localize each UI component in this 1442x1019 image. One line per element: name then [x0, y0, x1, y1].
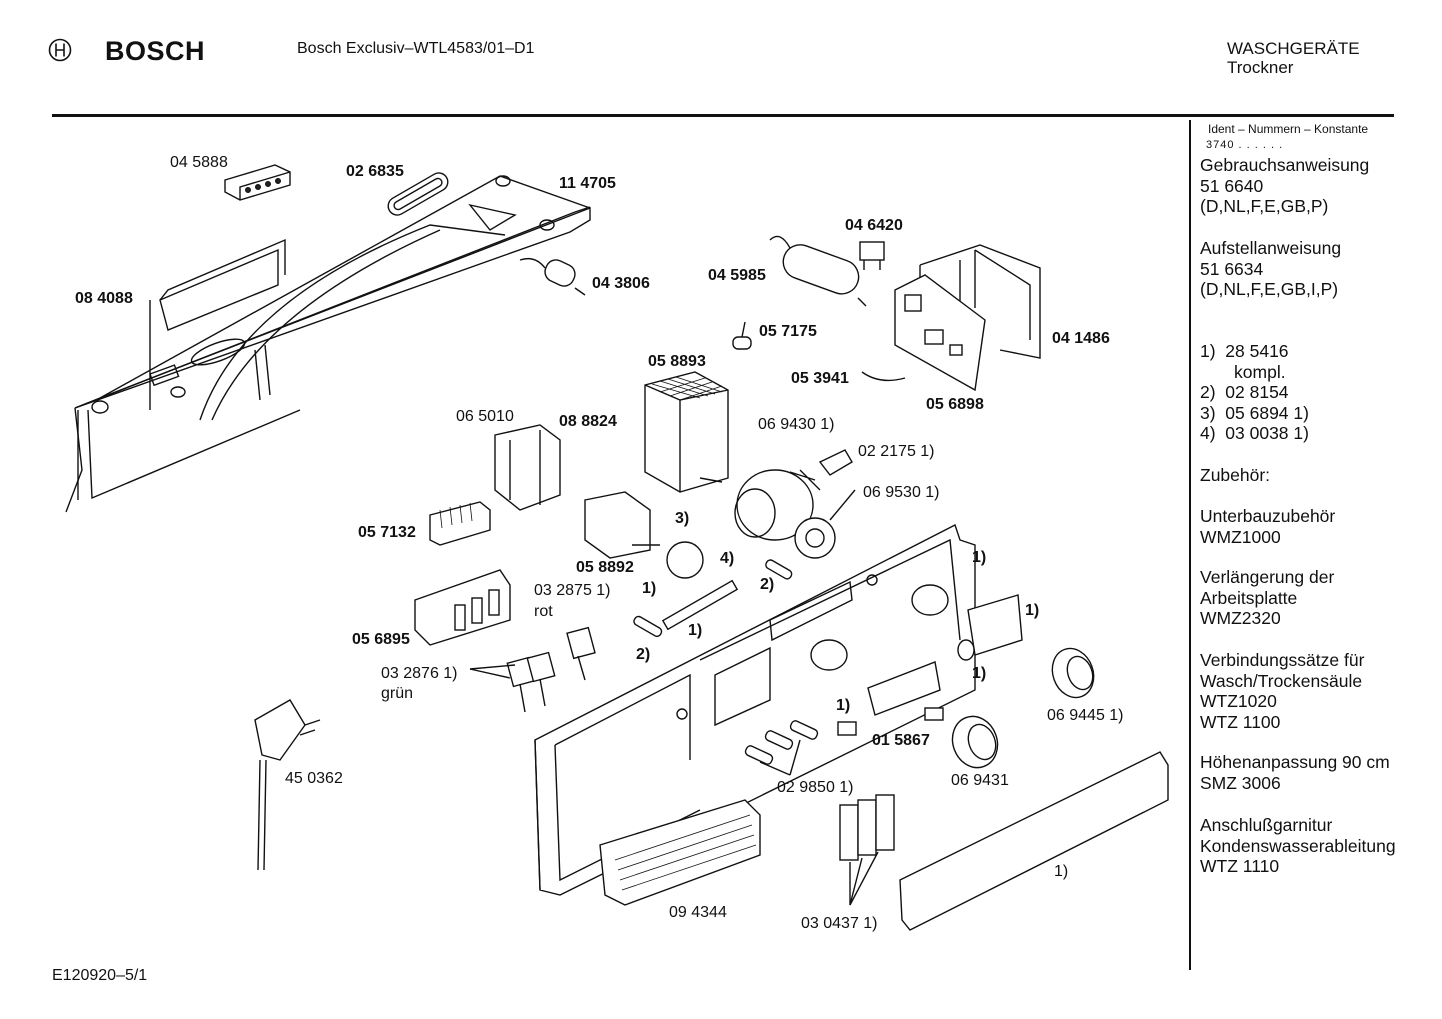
push-rod-drawing [661, 579, 739, 631]
part-label: 02 9850 1) [777, 779, 854, 796]
drawing-code: E120920–5/1 [52, 967, 148, 984]
sidebar-block: Verlängerung der Arbeitsplatte WMZ2320 [1200, 567, 1335, 628]
selector-switch-drawing [584, 491, 660, 559]
thermal-fuse-drawing [732, 321, 752, 350]
sidebar-block: Gebrauchsanweisung 51 6640 (D,NL,F,E,GB,… [1200, 155, 1370, 216]
part-label: 05 8893 [648, 353, 706, 370]
part-label: 1) [642, 580, 657, 597]
part-label: 09 4344 [669, 904, 727, 921]
terminal-block-drawing [224, 164, 291, 201]
ident-title: Ident – Nummern – Konstante [1208, 122, 1369, 136]
rocker-switch-red-drawing [566, 626, 596, 681]
handle-part-drawing [387, 172, 449, 216]
part-label: 45 0362 [285, 770, 343, 787]
part-label: grün [381, 685, 414, 702]
part-label: 06 9530 1) [863, 484, 940, 501]
part-label: 06 5010 [456, 408, 514, 425]
part-label: 05 3941 [791, 370, 849, 387]
wire-drawing [861, 371, 906, 382]
brand-name: BOSCH [105, 36, 206, 66]
part-label: 02 2175 1) [858, 443, 935, 460]
frame-part-drawing [65, 175, 591, 513]
sidebar-block: Unterbauzubehör WMZ1000 [1200, 506, 1336, 547]
rocker-switch-green-drawing [506, 651, 556, 713]
cover-strip-drawing [899, 751, 1169, 931]
header-divider [52, 114, 1394, 117]
lamp-holder-drawing [633, 615, 663, 638]
sidebar-block: Anschlußgarnitur Kondenswasserableitung … [1200, 815, 1396, 876]
part-label: 06 9445 1) [1047, 707, 1124, 724]
programmer-drawing [644, 371, 729, 493]
part-label: 05 6895 [352, 631, 410, 648]
bracket-drawing [919, 244, 1041, 359]
part-label: 08 8824 [559, 413, 617, 430]
part-label: 04 5985 [708, 267, 766, 284]
sidebar-block: Aufstellanweisung 51 6634 (D,NL,F,E,GB,I… [1200, 238, 1342, 299]
capacitor-large-drawing [769, 235, 867, 307]
part-label: 03 2876 1) [381, 665, 458, 682]
part-label: 2) [636, 646, 651, 663]
part-label: 06 9431 [951, 772, 1009, 789]
part-label: 05 6898 [926, 396, 984, 413]
bosch-logo-icon [48, 38, 72, 62]
part-label: 1) [972, 549, 987, 566]
category-subtitle: Trockner [1227, 58, 1294, 77]
model-title: Bosch Exclusiv–WTL4583/01–D1 [297, 40, 535, 57]
part-label: 1) [1054, 863, 1069, 880]
display-cover-drawing [867, 661, 941, 716]
part-label: 05 8892 [576, 559, 634, 576]
sidebar-block: Höhenanpassung 90 cm SMZ 3006 [1200, 752, 1390, 793]
part-label: 06 9430 1) [758, 416, 835, 433]
clip-drawing [924, 707, 944, 721]
part-label: 05 7132 [358, 524, 416, 541]
part-label: rot [534, 603, 553, 620]
part-label: 11 4705 [559, 175, 616, 192]
motor-drawing [734, 469, 821, 541]
ident-value: 3740 . . . . . . [1206, 139, 1284, 151]
part-label: 1) [1025, 602, 1040, 619]
knob-small-drawing [1051, 647, 1095, 699]
part-label: 05 7175 [759, 323, 817, 340]
part-label: 1) [836, 697, 851, 714]
switch-block-drawing [494, 424, 561, 511]
sidebar-block: Zubehör: [1200, 465, 1271, 485]
part-label: 08 4088 [75, 290, 133, 307]
part-label: 03 2875 1) [534, 582, 611, 599]
small-bracket-drawing [818, 449, 853, 476]
pcb-drawing [894, 274, 986, 392]
part-label: 1) [688, 622, 703, 639]
part-label: 01 5867 [872, 732, 930, 749]
display-window-drawing [967, 594, 1023, 656]
part-label: 1) [972, 665, 987, 682]
sidebar-block: Verbindungssätze für Wasch/Trockensäule … [1200, 650, 1365, 732]
terminal-strip-drawing [429, 501, 491, 546]
lamp-holder-right-drawing [765, 559, 793, 580]
category-title: WASCHGERÄTE [1227, 39, 1360, 58]
part-label: 04 1486 [1052, 330, 1110, 347]
toothed-wheel-drawing [666, 541, 704, 579]
small-cover-drawing [837, 721, 857, 736]
part-label: 04 6420 [845, 217, 903, 234]
leader-lines [469, 489, 879, 906]
part-label: 4) [720, 550, 735, 567]
filter-tray-drawing [599, 799, 761, 906]
sidebar-block: 1) 28 5416 kompl. 2) 02 8154 3) 05 6894 … [1200, 341, 1309, 443]
springs-drawing [744, 720, 819, 765]
part-label: 03 0437 1) [801, 915, 878, 932]
mains-plug-drawing [254, 699, 321, 871]
push-buttons-drawing [839, 794, 895, 861]
switch-module-drawing [414, 569, 511, 646]
part-label: 2) [760, 576, 775, 593]
exploded-diagram [65, 164, 1169, 931]
relay-drawing [859, 241, 885, 270]
sidebar-divider [1189, 120, 1191, 970]
part-label: 04 3806 [592, 275, 650, 292]
part-label: 3) [675, 510, 690, 527]
part-label: 04 5888 [170, 154, 228, 171]
capacitor-small-drawing [519, 257, 586, 296]
gear-drawing [794, 517, 836, 559]
knob-drawing [951, 715, 999, 769]
part-label: 02 6835 [346, 163, 404, 180]
indicator-lens-drawing [957, 639, 975, 661]
